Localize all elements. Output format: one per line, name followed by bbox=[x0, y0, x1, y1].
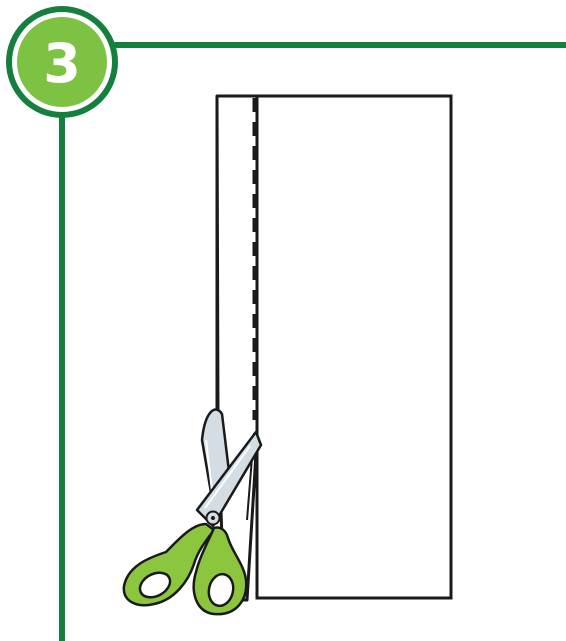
paper-cut-strip bbox=[217, 96, 257, 600]
paper-sheet bbox=[257, 96, 451, 598]
paper-strip bbox=[217, 96, 451, 600]
step-number-badge: 3 bbox=[6, 6, 118, 118]
step-number: 3 bbox=[43, 32, 81, 95]
